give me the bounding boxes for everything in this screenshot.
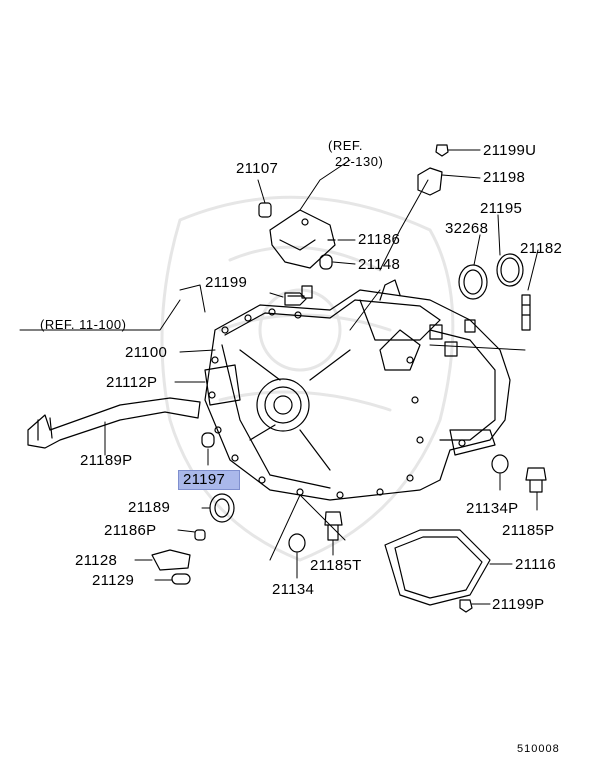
bracket-21128 bbox=[151, 549, 191, 571]
part-21116[interactable]: 21116 bbox=[515, 556, 556, 573]
part-21195[interactable]: 21195 bbox=[480, 200, 523, 217]
part-21186[interactable]: 21186 bbox=[358, 231, 401, 248]
oil-seal-32268 bbox=[458, 264, 488, 300]
part-21128[interactable]: 21128 bbox=[75, 552, 118, 569]
bracket-21189P bbox=[27, 397, 201, 449]
part-21185T[interactable]: 21185T bbox=[310, 557, 362, 574]
part-21199U[interactable]: 21199U bbox=[483, 142, 537, 159]
transaxle-case bbox=[204, 279, 511, 501]
diagram-code: 510008 bbox=[517, 743, 560, 755]
part-21199[interactable]: 21199 bbox=[205, 274, 248, 291]
part-21198[interactable]: 21198 bbox=[483, 169, 526, 186]
bolt-21199P bbox=[459, 599, 473, 613]
ref-11-100-label: (REF. 11-100) bbox=[40, 317, 127, 332]
cap-21129 bbox=[171, 573, 191, 585]
part-32268[interactable]: 32268 bbox=[445, 220, 489, 237]
washer-21134P bbox=[491, 454, 509, 474]
ref-22-130-label-b: 22-130) bbox=[335, 154, 384, 169]
bolt-21199U bbox=[435, 144, 449, 157]
bolt-21199 bbox=[284, 285, 313, 306]
plug-21185P bbox=[525, 467, 547, 493]
part-21197-highlighted[interactable]: 21197 bbox=[178, 470, 241, 490]
vent-assembly bbox=[258, 202, 336, 270]
part-21189P[interactable]: 21189P bbox=[80, 452, 133, 469]
stud-21182 bbox=[521, 294, 531, 331]
part-21189[interactable]: 21189 bbox=[128, 499, 171, 516]
part-21199P[interactable]: 21199P bbox=[492, 596, 545, 613]
part-21134[interactable]: 21134 bbox=[272, 581, 315, 598]
part-21186P[interactable]: 21186P bbox=[104, 522, 157, 539]
plug-21185T bbox=[324, 511, 343, 541]
part-21148[interactable]: 21148 bbox=[358, 256, 401, 273]
part-21134P[interactable]: 21134P bbox=[466, 500, 519, 517]
part-21185P[interactable]: 21185P bbox=[502, 522, 555, 539]
ref-22-130-label-a: (REF. bbox=[328, 138, 363, 153]
bracket-21198 bbox=[417, 167, 443, 196]
part-21107[interactable]: 21107 bbox=[236, 160, 279, 177]
bushing-21197 bbox=[201, 432, 215, 448]
ring-21195 bbox=[496, 253, 524, 287]
part-21129[interactable]: 21129 bbox=[92, 572, 135, 589]
leader-lines bbox=[19, 149, 539, 605]
gasket-21116 bbox=[384, 529, 491, 606]
part-21182[interactable]: 21182 bbox=[520, 240, 563, 257]
dowel-21186P bbox=[194, 529, 206, 541]
washer-21134 bbox=[288, 533, 306, 553]
part-21100[interactable]: 21100 bbox=[125, 344, 168, 361]
part-21112P[interactable]: 21112P bbox=[106, 374, 158, 391]
plate-21112P bbox=[204, 364, 241, 406]
